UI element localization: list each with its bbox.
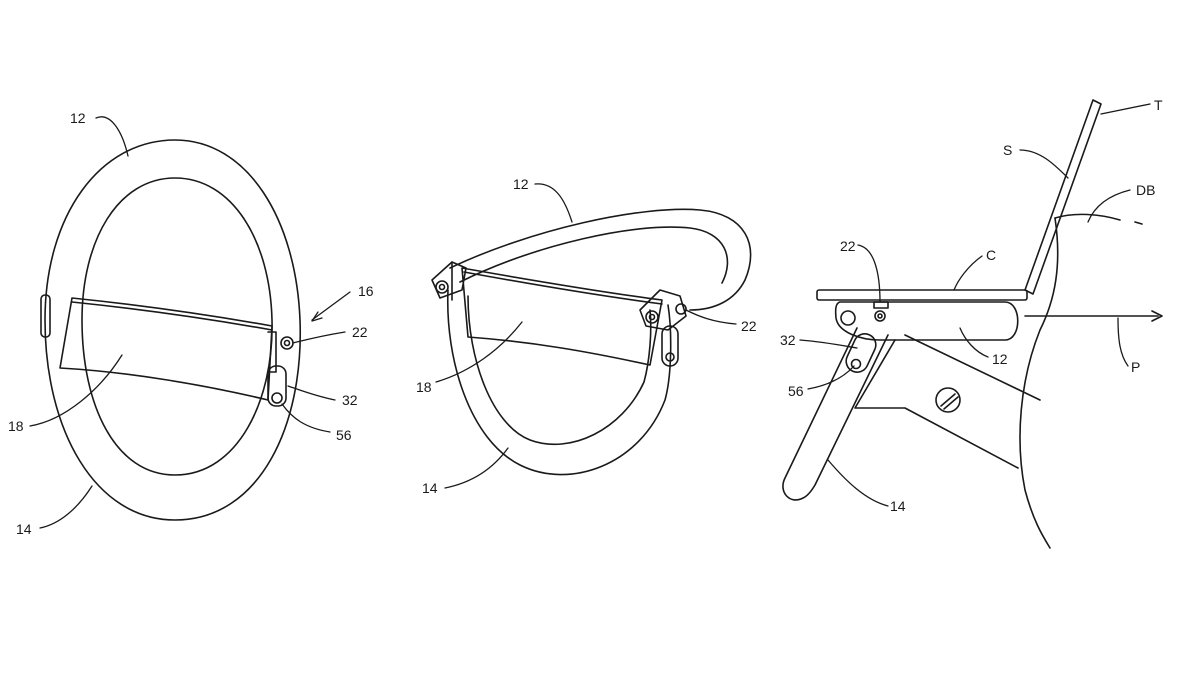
persp-label-panel: 18 bbox=[416, 379, 432, 395]
side-leg bbox=[782, 327, 889, 501]
front-label-slot: 32 bbox=[342, 392, 358, 408]
front-outer-ring bbox=[44, 139, 302, 521]
front-label-pivot: 22 bbox=[352, 324, 368, 340]
front-right-bracket bbox=[267, 331, 294, 407]
side-tray bbox=[1024, 99, 1102, 295]
side-label-pivot: 22 bbox=[840, 238, 856, 254]
side-label-frame-bottom: 14 bbox=[890, 498, 906, 514]
persp-bottom-frame bbox=[446, 289, 672, 476]
persp-top-frame bbox=[449, 208, 752, 311]
persp-left-hinge bbox=[431, 261, 467, 301]
persp-label-frame-top: 12 bbox=[513, 176, 529, 192]
front-label-frame-bottom: 14 bbox=[16, 521, 32, 537]
side-frame-bar bbox=[834, 301, 1019, 341]
front-label-frame-top: 12 bbox=[70, 110, 86, 126]
front-label-panel: 18 bbox=[8, 418, 24, 434]
side-cushion bbox=[816, 289, 1028, 301]
side-label-seat: S bbox=[1003, 142, 1012, 158]
side-label-frame-top: 12 bbox=[992, 351, 1008, 367]
side-label-pin: 56 bbox=[788, 383, 804, 399]
persp-right-hinge bbox=[639, 289, 687, 367]
front-inner-ring bbox=[81, 177, 273, 476]
side-support-strut bbox=[854, 334, 1041, 469]
side-label-slot: 32 bbox=[780, 332, 796, 348]
front-left-slot bbox=[40, 294, 51, 338]
persp-label-pivot: 22 bbox=[741, 318, 757, 334]
front-label-assembly: 16 bbox=[358, 283, 374, 299]
side-direction-arrow bbox=[1024, 310, 1163, 322]
persp-fabric-panel bbox=[461, 267, 663, 366]
persp-label-frame-bottom: 14 bbox=[422, 480, 438, 496]
side-back-contour bbox=[1019, 213, 1143, 549]
persp-leader-lines bbox=[435, 183, 737, 489]
side-label-direction: P bbox=[1131, 359, 1140, 375]
front-fabric-panel bbox=[59, 297, 273, 401]
perspective-view: 12 18 22 14 bbox=[416, 176, 757, 496]
side-leader-lines bbox=[799, 103, 1151, 507]
side-label-tray: T bbox=[1154, 97, 1163, 113]
side-label-cushion: C bbox=[986, 247, 996, 263]
front-label-pin: 56 bbox=[336, 427, 352, 443]
side-view: 22 C DB S T 12 32 56 14 P bbox=[780, 97, 1163, 549]
front-leader-lines bbox=[29, 116, 351, 529]
side-label-back: DB bbox=[1136, 182, 1155, 198]
front-view: 12 16 22 32 56 18 14 bbox=[8, 110, 374, 537]
